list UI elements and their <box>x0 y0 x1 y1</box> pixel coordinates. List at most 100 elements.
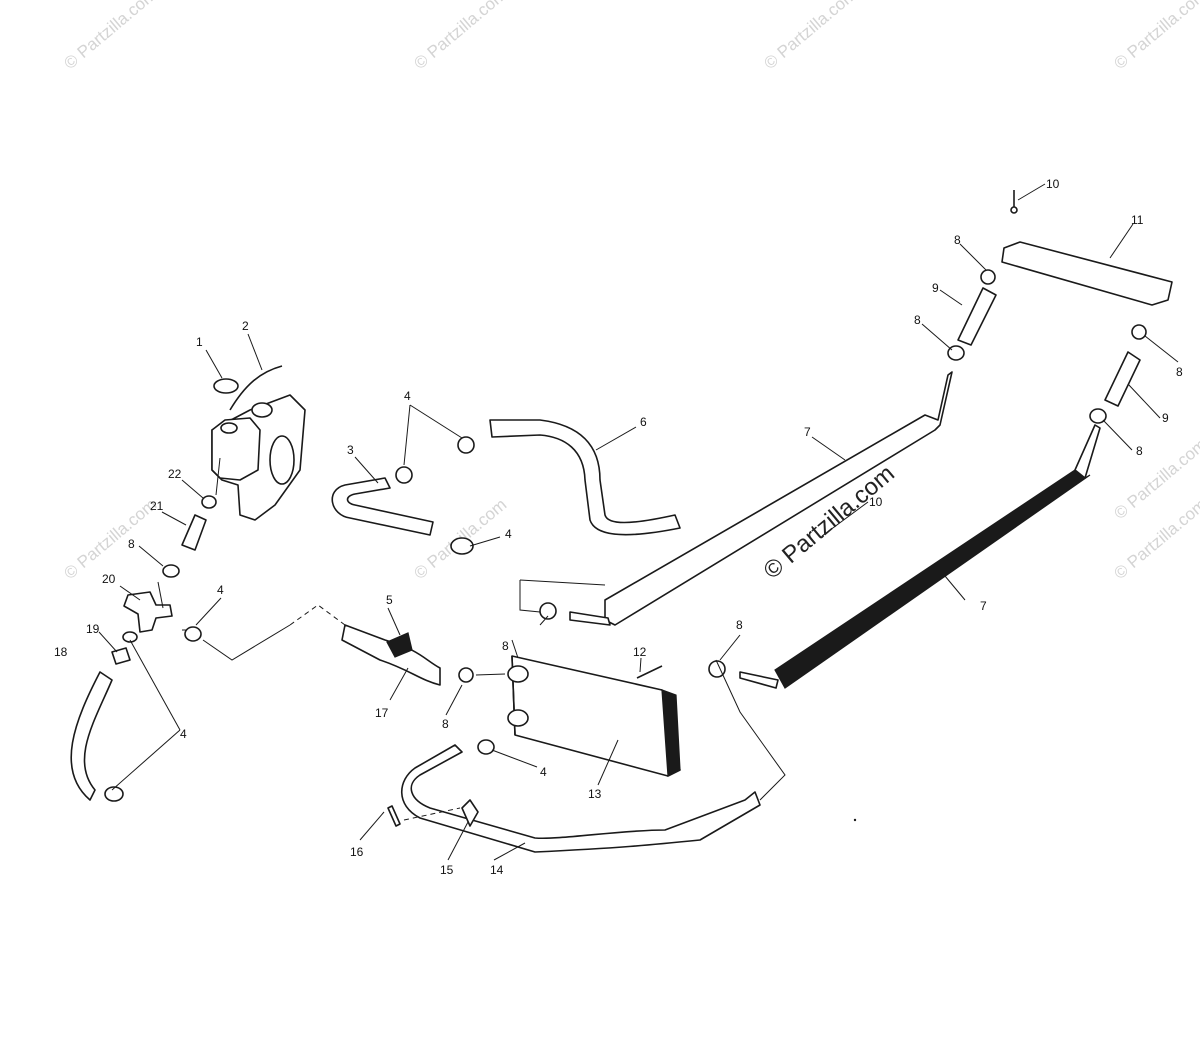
manifold-11 <box>980 241 1173 340</box>
clamp-8-hose9-right <box>1089 408 1107 424</box>
callout-20: 20 <box>102 572 116 586</box>
callout-10: 10 <box>869 495 883 509</box>
callout-8: 8 <box>502 639 509 653</box>
hose-18 <box>70 671 113 801</box>
tube-7-lower <box>774 469 1091 689</box>
watermark: © Partzilla.com <box>1110 0 1200 73</box>
callout-8: 8 <box>1176 365 1183 379</box>
watermark: © Partzilla.com <box>60 495 160 583</box>
reservoir-opening <box>269 435 295 485</box>
tube-7-lower-neck <box>1074 424 1101 479</box>
callout-18: 18 <box>54 645 68 659</box>
callout-3: 3 <box>347 443 354 457</box>
reducer-5 <box>386 632 413 658</box>
callout-4: 4 <box>404 389 411 403</box>
reservoir-front <box>211 417 261 481</box>
bolt-12 <box>636 665 663 679</box>
callout-8: 8 <box>736 618 743 632</box>
watermark-layer: © Partzilla.com © Partzilla.com © Partzi… <box>60 0 1200 583</box>
screw-16 <box>387 805 401 827</box>
callout-1: 1 <box>196 335 203 349</box>
callout-labels: 1 2 3 4 4 4 4 4 5 6 7 7 8 8 8 8 8 8 8 8 … <box>54 177 1183 877</box>
callout-14: 14 <box>490 863 504 877</box>
callout-15: 15 <box>440 863 454 877</box>
callout-21: 21 <box>150 499 164 513</box>
callout-9: 9 <box>932 281 939 295</box>
reservoir-strap <box>229 365 283 411</box>
callout-8: 8 <box>442 717 449 731</box>
clamp-8-left <box>162 564 180 578</box>
hose-21 <box>181 514 207 551</box>
hoses-9 <box>947 287 1141 424</box>
callout-6: 6 <box>640 415 647 429</box>
manifold-body <box>1001 241 1173 306</box>
tee-fitting-20 <box>123 591 173 633</box>
heat-exchanger-tube-lower <box>708 424 1101 689</box>
heat-exchanger-13 <box>477 655 681 777</box>
clamp-22 <box>201 495 217 509</box>
callout-11: 11 <box>1131 213 1144 227</box>
leader-lines <box>98 183 1179 861</box>
watermark: © Partzilla.com <box>760 0 860 73</box>
hose-6-body <box>489 419 681 536</box>
callout-10: 10 <box>1046 177 1060 191</box>
clamp-8-upper-left <box>539 602 557 620</box>
clamp-8-manifold-right <box>1131 324 1147 340</box>
callout-19: 19 <box>86 622 100 636</box>
clamp-4-hose3 <box>395 466 413 484</box>
hose-17-body <box>341 624 441 686</box>
watermark: © Partzilla.com <box>60 0 160 73</box>
hose-9-right <box>1104 351 1141 407</box>
bracket-15 <box>461 799 479 827</box>
heat-exchanger-fins <box>661 689 681 777</box>
watermark: © Partzilla.com <box>410 0 510 73</box>
heat-exchanger-body <box>511 655 681 777</box>
callout-8: 8 <box>128 537 135 551</box>
callout-8: 8 <box>1136 444 1143 458</box>
spring-19 <box>111 647 131 665</box>
callout-9: 9 <box>1162 411 1169 425</box>
hose-14 <box>387 744 761 853</box>
tube-7-upper-end <box>569 611 611 626</box>
clamp-4-mid <box>184 626 202 642</box>
callout-4: 4 <box>505 527 512 541</box>
clamp-8-manifold-left <box>980 269 996 285</box>
callout-13: 13 <box>588 787 602 801</box>
clamp-8-hose17 <box>458 667 474 683</box>
hose-3-body <box>331 477 434 536</box>
inlet-fitting <box>507 665 529 683</box>
clamp-4-bottom <box>104 786 124 802</box>
fasteners <box>636 190 1018 679</box>
callout-12: 12 <box>633 645 647 659</box>
clamp-4-left <box>122 631 138 643</box>
coolant-reservoir <box>211 365 306 521</box>
hose-9-left <box>957 287 997 346</box>
clamp-4-center <box>450 537 474 555</box>
heat-exchanger-tube-upper <box>539 371 953 626</box>
left-fittings <box>70 495 217 802</box>
outlet-fitting <box>507 709 529 727</box>
callout-7: 7 <box>804 425 811 439</box>
tube-7-upper <box>604 371 953 626</box>
reservoir-neck <box>251 402 273 418</box>
hose-17 <box>341 624 474 686</box>
callout-22: 22 <box>168 467 182 481</box>
callout-8: 8 <box>914 313 921 327</box>
callout-4: 4 <box>180 727 187 741</box>
callout-7: 7 <box>980 599 987 613</box>
tube-7-lower-end <box>739 671 779 689</box>
callout-2: 2 <box>242 319 249 333</box>
reservoir-cap <box>213 378 239 394</box>
callout-4: 4 <box>217 583 224 597</box>
callout-5: 5 <box>386 593 393 607</box>
callout-8: 8 <box>954 233 961 247</box>
hose-14-body <box>401 744 761 853</box>
callout-17: 17 <box>375 706 389 720</box>
callout-4: 4 <box>540 765 547 779</box>
clamp-4-hose6 <box>457 436 475 454</box>
stray-mark <box>853 818 857 822</box>
hose-3 <box>331 466 434 536</box>
clamp-4-exchanger <box>477 739 495 755</box>
